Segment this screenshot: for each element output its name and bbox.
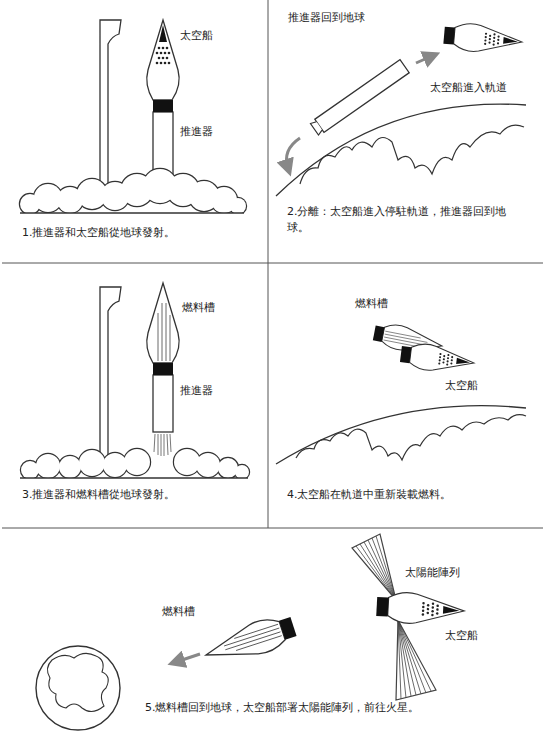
launch-clouds [15, 169, 255, 223]
earth [276, 406, 526, 464]
label: 2.分離：太空船進入停駐軌道，推進器回到地球。 [287, 204, 521, 236]
spacecraft [376, 591, 465, 626]
label: 太陽能陣列 [405, 565, 460, 581]
label: 太空船 [445, 378, 478, 394]
spacecraft [399, 341, 475, 376]
return-arrow [287, 138, 301, 168]
label: 5.燃料槽回到地球，太空船部署太陽能陣列，前往火星。 [145, 700, 485, 716]
booster [310, 60, 409, 136]
earth [276, 104, 526, 196]
label: 推進器回到地球 [288, 10, 365, 26]
label: 推進器 [180, 383, 213, 399]
panel-grid [2, 0, 543, 528]
label: 太空船進入軌道 [430, 80, 507, 96]
label: 4.太空船在軌道中重新裝載燃料。 [287, 487, 532, 503]
launch-clouds [15, 449, 255, 486]
label: 推進器 [180, 124, 213, 140]
label: 燃料槽 [162, 604, 195, 620]
label: 太空船 [180, 28, 213, 44]
label: 1.推進器和太空船從地球發射。 [22, 225, 262, 241]
label: 3.推進器和燃料槽從地球發射。 [22, 487, 262, 503]
launch-tower [100, 287, 121, 465]
rocket [147, 283, 179, 456]
label: 燃料槽 [355, 296, 388, 312]
launch-tower [100, 20, 121, 200]
label: 太空船 [445, 628, 478, 644]
fuel-tank [201, 611, 299, 670]
earth [36, 646, 120, 730]
spacecraft [443, 21, 523, 55]
return-arrow [176, 654, 200, 662]
label: 燃料槽 [182, 300, 215, 316]
separation-arrow [416, 56, 432, 63]
